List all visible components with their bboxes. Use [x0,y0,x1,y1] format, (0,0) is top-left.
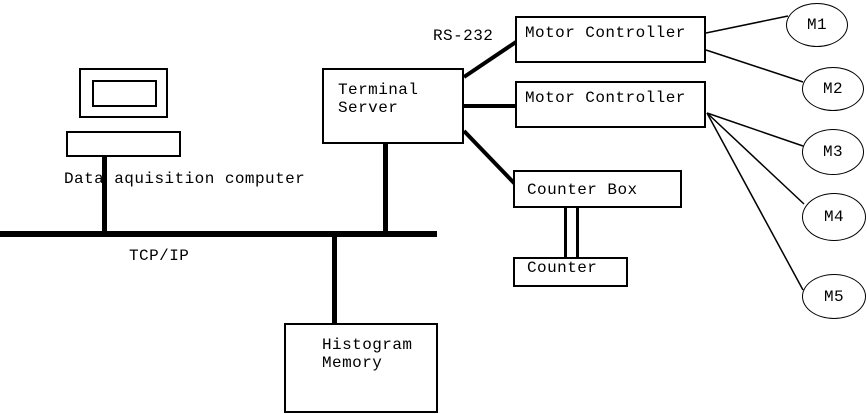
motor-controller-2-box: Motor Controller [515,81,706,128]
motor-m5-label: M5 [823,287,845,306]
tcpip-bus-label: TCP/IP [129,247,190,265]
motor-node-m3: M3 [802,129,864,175]
motor-m4-label: M4 [823,208,845,226]
rs232-serial-line [462,40,518,79]
counter-box: Counter [513,257,628,287]
computer-keyboard-icon [66,131,181,157]
data-acquisition-computer-label: Data aquisition computer [64,170,306,188]
motor-node-m5: M5 [802,274,866,319]
mc1-to-m2-line [705,49,804,83]
motor-m1-label: M1 [806,16,828,34]
motor-node-m2: M2 [802,67,864,111]
motor-m3-label: M3 [822,143,844,161]
mc2-to-m3-line [706,112,804,147]
histogram-memory-box: Histogram Memory [284,323,438,413]
computer-monitor-icon [79,68,168,118]
motor-m2-label: M2 [822,80,844,98]
terminal-server-box: Terminal Server [322,68,464,144]
terminal-to-counter-box-line [462,129,517,186]
mc1-to-m1-line [705,15,789,34]
rs232-label: RS-232 [433,27,494,45]
motor-controller-1-box: Motor Controller [515,16,706,63]
motor-node-m1: M1 [786,3,848,47]
counter-box-box: Counter Box [513,170,682,208]
motor-node-m4: M4 [802,193,866,241]
mc2-to-m4-line [706,112,805,205]
monitor-screen-icon [92,80,157,107]
mc2-to-m5-line [706,112,804,291]
